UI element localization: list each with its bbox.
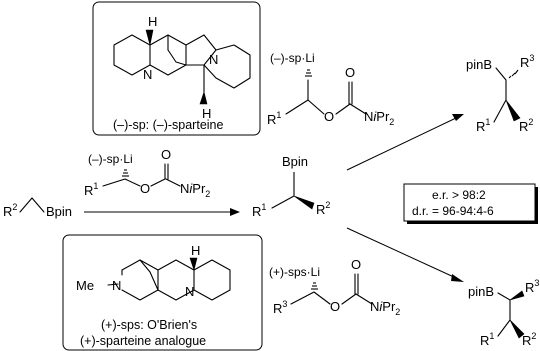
surrogate-n-right: N (185, 284, 194, 299)
upper-product-r3: R3 (520, 53, 534, 70)
selectivity-box: e.r. > 98:2 d.r. = 96-94:4-6 (403, 183, 538, 224)
surrogate-methyl: Me (76, 278, 94, 293)
sparteine-n-right: N (209, 52, 218, 67)
sparteine-box: H H N N (–)-sp: (–)-sparteine (92, 1, 261, 136)
upper-product-r2: R2 (519, 117, 533, 134)
surrogate-structure: H Me N N (76, 243, 231, 301)
surrogate-frame (62, 234, 263, 351)
left-reagent-r1: R1 (84, 181, 98, 198)
upper-reagent: (–)-sp·Li R1 O O NiPr2 (267, 51, 394, 127)
lower-product-r3: R3 (525, 278, 539, 295)
lower-product-r1: R1 (480, 331, 494, 348)
lower-product-r2: R2 (522, 331, 536, 348)
intermediate-r1: R1 (252, 202, 266, 219)
lower-product: pinB R3 R1 R2 (468, 278, 539, 348)
selectivity-frame (403, 183, 536, 222)
upper-reagent-o1: O (324, 109, 334, 124)
left-reagent: (–)-sp·Li R1 O O NiPr2 (84, 147, 210, 199)
lower-reagent-r3: R3 (273, 299, 287, 316)
lower-product-pinb: pinB (468, 284, 494, 299)
surrogate-caption-1: (+)-sps: O'Brien's (101, 318, 197, 332)
arrow-step1 (84, 208, 240, 216)
surrogate-h: H (191, 243, 200, 258)
starting-material: R2 Bpin (3, 197, 72, 219)
upper-product: pinB R3 R1 R2 (466, 53, 534, 134)
arrow-lower (346, 227, 464, 282)
arrow-upper (346, 114, 464, 171)
intermediate-bpin: Bpin (282, 154, 308, 169)
upper-reagent-ligand: (–)-sp·Li (270, 51, 315, 65)
intermediate: Bpin R1 R2 (252, 154, 330, 219)
upper-reagent-n: NiPr2 (364, 109, 394, 127)
sm-r2: R2 (3, 202, 17, 219)
upper-reagent-o2: O (345, 65, 355, 80)
left-reagent-o2: O (161, 147, 171, 162)
lower-reagent-o1: O (330, 299, 340, 314)
sparteine-structure: H H N N (113, 14, 251, 121)
sparteine-h-bottom: H (202, 106, 211, 121)
upper-product-r1: R1 (476, 117, 490, 134)
sparteine-frame (92, 1, 261, 136)
upper-product-pinb: pinB (466, 57, 492, 72)
lower-reagent: (+)-sps·Li R3 O O NiPr2 (269, 257, 400, 317)
intermediate-r2: R2 (316, 200, 330, 217)
selectivity-dr: d.r. = 96-94:4-6 (412, 204, 494, 218)
sparteine-caption: (–)-sp: (–)-sparteine (113, 118, 223, 132)
surrogate-caption-2: (+)-sparteine analogue (80, 334, 206, 348)
left-reagent-o1: O (140, 181, 150, 196)
left-reagent-ligand: (–)-sp·Li (88, 152, 133, 166)
sparteine-surrogate-box: H Me N N (+)-sps: O'Brien's (+)-spartein… (62, 234, 263, 351)
surrogate-n-left: N (112, 278, 121, 293)
sm-bpin: Bpin (46, 204, 72, 219)
upper-reagent-r1: R1 (267, 110, 281, 127)
selectivity-er: e.r. > 98:2 (432, 188, 486, 202)
lower-reagent-n: NiPr2 (370, 299, 400, 317)
lower-reagent-ligand: (+)-sps·Li (269, 265, 320, 279)
left-reagent-n: NiPr2 (180, 181, 210, 199)
sparteine-n-left: N (143, 67, 152, 82)
lower-reagent-o2: O (351, 257, 361, 272)
sparteine-h-top: H (148, 14, 157, 29)
